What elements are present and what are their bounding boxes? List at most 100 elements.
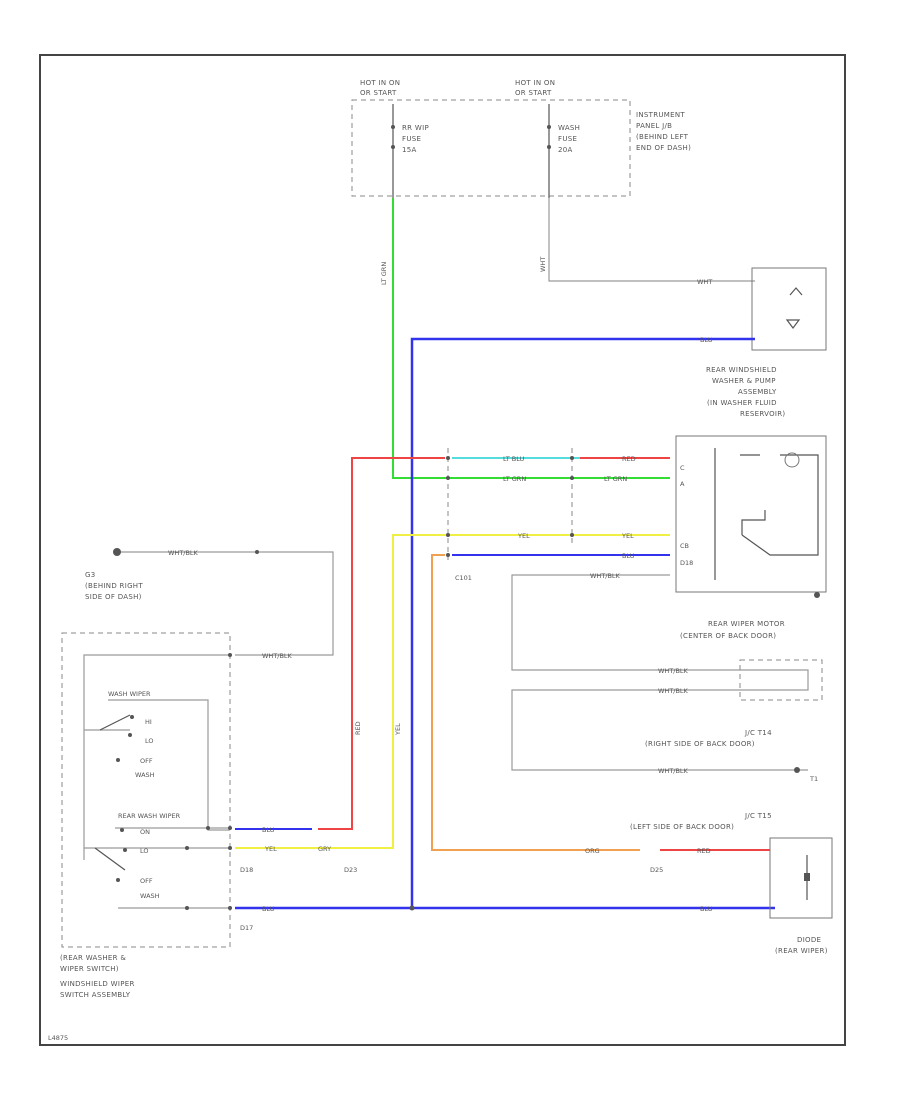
instrument-panel-label: INSTRUMENT PANEL J/B (BEHIND LEFT END OF… [636,111,691,152]
wht-blk-label-switch: WHT/BLK [262,652,293,660]
svg-text:WASHER & PUMP: WASHER & PUMP [712,377,776,385]
svg-text:HOT IN ON: HOT IN ON [360,79,400,87]
lt-grn-label-mid: LT GRN [503,475,526,483]
svg-text:ASSEMBLY: ASSEMBLY [738,388,777,396]
pump-symbol [789,287,803,296]
svg-text:D17: D17 [240,924,253,932]
washer-pump-label: REAR WINDSHIELD WASHER & PUMP ASSEMBLY (… [706,366,785,418]
blu-wire-label-left: BLU [262,905,275,913]
svg-text:J/C T14: J/C T14 [744,729,772,737]
svg-text:D18: D18 [680,559,693,567]
red-label-top: RED [622,455,636,463]
svg-text:(BEHIND RIGHT: (BEHIND RIGHT [85,582,143,590]
wht-blk-wire-g3 [117,551,334,656]
lt-grn-wire [392,198,670,479]
blu-wire-label-right: BLU [700,905,713,913]
washer-pump-box [751,267,827,351]
rear-wiper-motor-box [675,435,827,593]
svg-text:WASH: WASH [135,771,155,779]
svg-text:WASH: WASH [140,892,160,900]
motor-internal-switch [740,454,819,556]
motor-pin-labels: C A CB D18 [680,464,693,567]
svg-text:(RIGHT SIDE OF BACK DOOR): (RIGHT SIDE OF BACK DOOR) [645,740,755,748]
svg-text:WIPER SWITCH): WIPER SWITCH) [60,965,119,973]
svg-text:15A: 15A [402,146,417,154]
red-wire [318,457,445,830]
hot-label-right: HOT IN ON OR START [515,79,555,97]
svg-text:RESERVOIR): RESERVOIR) [740,410,785,418]
svg-text:LO: LO [140,847,149,855]
blu-wire-main [410,337,755,908]
svg-text:(CENTER OF BACK DOOR): (CENTER OF BACK DOOR) [680,632,776,640]
ground-t1 [794,767,800,773]
fuse-left-label: RR WIP FUSE 15A [402,124,429,154]
wht-blk-label-motor: WHT/BLK [590,572,621,580]
blu-wire-label-top: BLU [700,336,713,344]
rear-wiper-positions: REAR WASH WIPER ON LO OFF WASH [118,812,181,900]
svg-text:ON: ON [140,828,150,836]
jct14-box [739,659,823,701]
svg-text:OFF: OFF [140,757,153,765]
svg-text:D18: D18 [240,866,253,874]
ground-g3-splice [255,550,259,554]
fuse-right-label: WASH FUSE 20A [558,124,580,154]
svg-text:A: A [680,480,685,488]
fuse-right-symbol [547,104,551,198]
svg-text:C: C [680,464,685,472]
motor-ground-point [814,592,820,598]
jct14-label: J/C T14 (RIGHT SIDE OF BACK DOOR) [645,729,772,748]
svg-text:WINDSHIELD WIPER: WINDSHIELD WIPER [60,980,135,988]
ground-g3-point [113,548,121,556]
org-label: ORG [585,847,600,855]
svg-text:(IN WASHER FLUID: (IN WASHER FLUID [707,399,777,407]
svg-text:INSTRUMENT: INSTRUMENT [636,111,685,119]
front-wiper-positions: WASH WIPER HI LO OFF WASH [108,690,155,779]
rear-switch-arm [94,847,126,871]
switch-connectors: D18 D17 D23 D25 [228,653,663,932]
front-wiper-circuit [108,699,230,831]
windshield-switch-box [61,632,231,948]
connector-c101-markers: C101 [446,448,574,582]
diagram-frame [39,54,846,1046]
motor-symbol [785,319,801,329]
wht-blk-wire-right [511,574,809,771]
svg-text:SIDE OF DASH): SIDE OF DASH) [85,593,142,601]
svg-text:REAR WINDSHIELD: REAR WINDSHIELD [706,366,777,374]
svg-text:HOT IN ON: HOT IN ON [515,79,555,87]
lt-grn-label-right: LT GRN [604,475,627,483]
yel-label-bottom: YEL [264,845,277,853]
svg-text:CB: CB [680,542,689,550]
wht-blk-label-3: WHT/BLK [658,767,689,775]
svg-text:SWITCH ASSEMBLY: SWITCH ASSEMBLY [60,991,131,999]
wht-blk-label-2: WHT/BLK [658,687,689,695]
svg-text:(REAR WIPER): (REAR WIPER) [775,947,828,955]
diode-symbol [804,873,810,881]
yel-label-vertical: YEL [394,723,402,736]
org-wire [431,554,640,851]
diode-label: DIODE (REAR WIPER) [775,936,828,955]
diagram-footer-code: L4875 [48,1034,68,1042]
rear-wiper-motor-label: REAR WIPER MOTOR (CENTER OF BACK DOOR) [680,620,785,640]
jct15-label: J/C T15 (LEFT SIDE OF BACK DOOR) [630,812,772,831]
lt-blu-label: LT BLU [503,455,525,463]
svg-text:20A: 20A [558,146,573,154]
svg-text:J/C T15: J/C T15 [744,812,772,820]
blu-label-motor: BLU [622,552,635,560]
instrument-panel-jb-box [351,99,631,197]
wht-blk-label-1: WHT/BLK [658,667,689,675]
svg-text:END OF DASH): END OF DASH) [636,144,691,152]
fuse-left-symbol [391,104,395,198]
diode-box [769,837,833,919]
svg-text:WASH WIPER: WASH WIPER [108,690,151,698]
yel-label-right: YEL [621,532,634,540]
blu-splice [409,905,415,911]
svg-text:(LEFT SIDE OF BACK DOOR): (LEFT SIDE OF BACK DOOR) [630,823,734,831]
svg-text:RR WIP: RR WIP [402,124,429,132]
svg-text:PANEL J/B: PANEL J/B [636,122,672,130]
svg-text:OR START: OR START [360,89,397,97]
switch-ground-line [83,654,230,860]
windshield-switch-label: WINDSHIELD WIPER SWITCH ASSEMBLY [60,980,135,999]
red-label-vertical: RED [354,721,362,735]
svg-text:DIODE: DIODE [797,936,821,944]
